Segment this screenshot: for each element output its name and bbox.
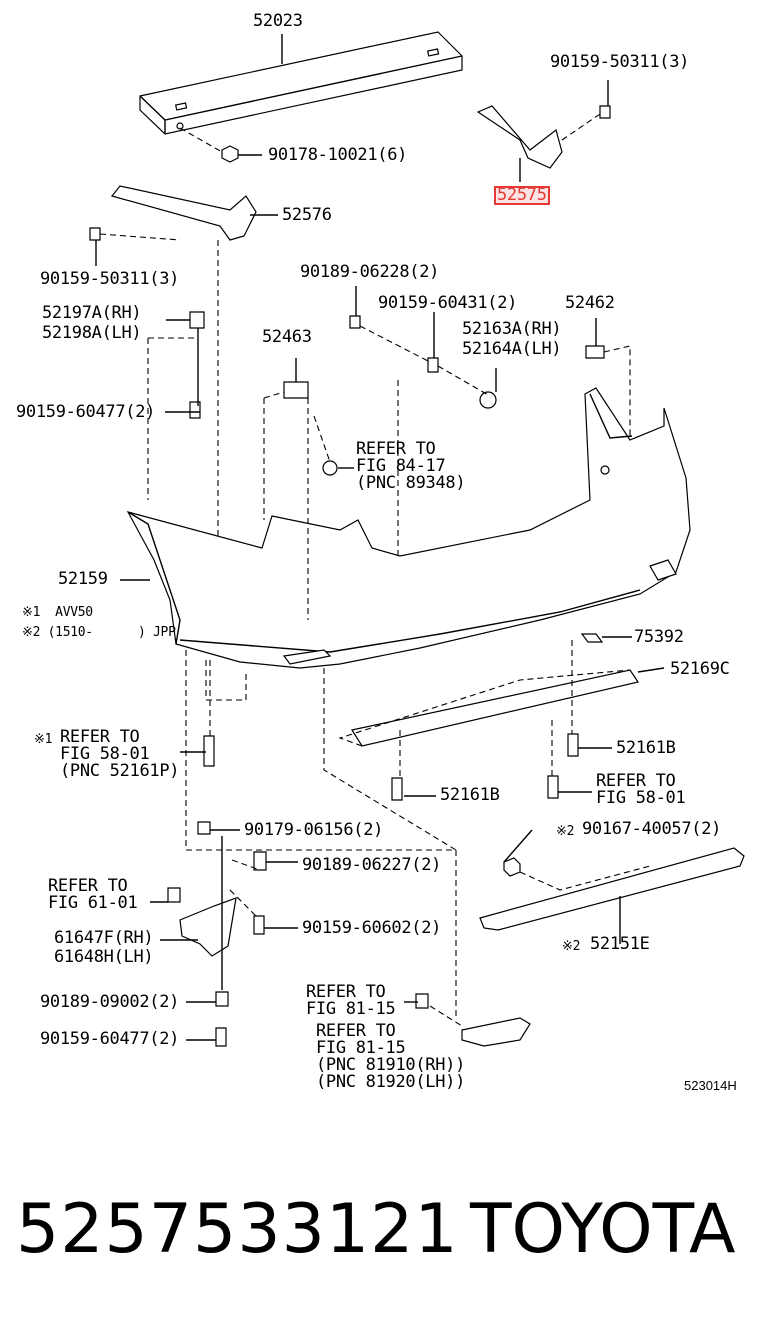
leader-lines [147, 240, 631, 1041]
label-90189-06228: 90189-06228(2) [300, 262, 440, 282]
trim-52151e [479, 847, 745, 944]
label-90189-09002: 90189-09002(2) [40, 992, 180, 1012]
label-refer-84-17-pnc: (PNC 89348) [356, 473, 466, 493]
label-52575-highlighted[interactable]: 52575 [494, 186, 550, 205]
label-refer-84-17: REFER TO [356, 439, 436, 459]
label-refer-81-15-a: REFER TO [306, 982, 386, 1002]
label-90167-mark: ※2 [556, 824, 575, 839]
bracket-52575 [476, 80, 611, 182]
label-90159-60431: 90159-60431(2) [378, 293, 518, 313]
label-90159-60477-b: 90159-60477(2) [40, 1029, 180, 1049]
label-90159-50311-top: 90159-50311(3) [550, 52, 690, 72]
bumper-cover-52159 [120, 387, 691, 669]
footer-part-number: 5257533121 [16, 1190, 459, 1269]
label-52169c: 52169C [670, 659, 730, 679]
label-refer-61-01-fig: FIG 61-01 [48, 893, 138, 913]
label-61648h: 61648H(LH) [54, 947, 154, 967]
label-52197a: 52197A(RH) [42, 303, 142, 323]
parts-diagram [89, 31, 745, 1047]
bracket-52576 [89, 185, 278, 266]
label-52023: 52023 [253, 11, 303, 31]
note-2: ※2 (1510- ) JPP [22, 625, 176, 640]
label-52161b-mid: 52161B [440, 785, 500, 805]
fasteners [167, 311, 605, 1047]
label-refer-58-01-a-pnc: (PNC 52161P) [60, 761, 180, 781]
label-refer-81-15-b-pnc-rh: (PNC 81910(RH)) [316, 1055, 466, 1075]
label-52161b-right: 52161B [616, 738, 676, 758]
label-refer-84-17-fig: FIG 84-17 [356, 456, 446, 476]
label-52151e-mark: ※2 [562, 939, 581, 954]
label-refer-58-01-a: REFER TO [60, 727, 140, 747]
label-refer-61-01: REFER TO [48, 876, 128, 896]
label-52462: 52462 [565, 293, 615, 313]
label-52198a: 52198A(LH) [42, 323, 142, 343]
label-52164a: 52164A(LH) [462, 339, 562, 359]
footer-brand: TOYOTA [470, 1190, 736, 1269]
label-90167-40057: 90167-40057(2) [582, 819, 722, 839]
bracket-61647f [160, 897, 237, 957]
label-refer-81-15-b-fig: FIG 81-15 [316, 1038, 406, 1058]
reflector-81-15 [461, 1017, 531, 1047]
nut-90178 [221, 145, 239, 163]
label-90159-60477-a: 90159-60477(2) [16, 402, 156, 422]
label-90179-06156: 90179-06156(2) [244, 820, 384, 840]
label-52463: 52463 [262, 327, 312, 347]
label-52576: 52576 [282, 205, 332, 225]
label-52163a: 52163A(RH) [462, 319, 562, 339]
label-90178-10021: 90178-10021(6) [268, 145, 408, 165]
label-61647f: 61647F(RH) [54, 928, 154, 948]
beam-52023 [139, 31, 463, 135]
label-52159: 52159 [58, 569, 108, 589]
label-90159-60602: 90159-60602(2) [302, 918, 442, 938]
refer-58-01-mark: ※1 [34, 732, 53, 747]
label-refer-81-15-a-fig: FIG 81-15 [306, 999, 396, 1019]
label-refer-81-15-b-pnc-lh: (PNC 81920(LH)) [316, 1072, 466, 1092]
label-75392: 75392 [634, 627, 684, 647]
label-refer-58-01-a-fig: FIG 58-01 [60, 744, 150, 764]
label-90159-50311-left: 90159-50311(3) [40, 269, 180, 289]
strip-52169c [338, 633, 665, 747]
diagram-reference-code: 523014H [684, 1078, 737, 1093]
label-90189-06227: 90189-06227(2) [302, 855, 442, 875]
label-refer-58-01-b-fig: FIG 58-01 [596, 788, 686, 808]
note-1: ※1 AVV50 [22, 605, 93, 620]
label-refer-58-01-b: REFER TO [596, 771, 676, 791]
label-refer-81-15-b: REFER TO [316, 1021, 396, 1041]
label-52151e: 52151E [590, 934, 650, 954]
